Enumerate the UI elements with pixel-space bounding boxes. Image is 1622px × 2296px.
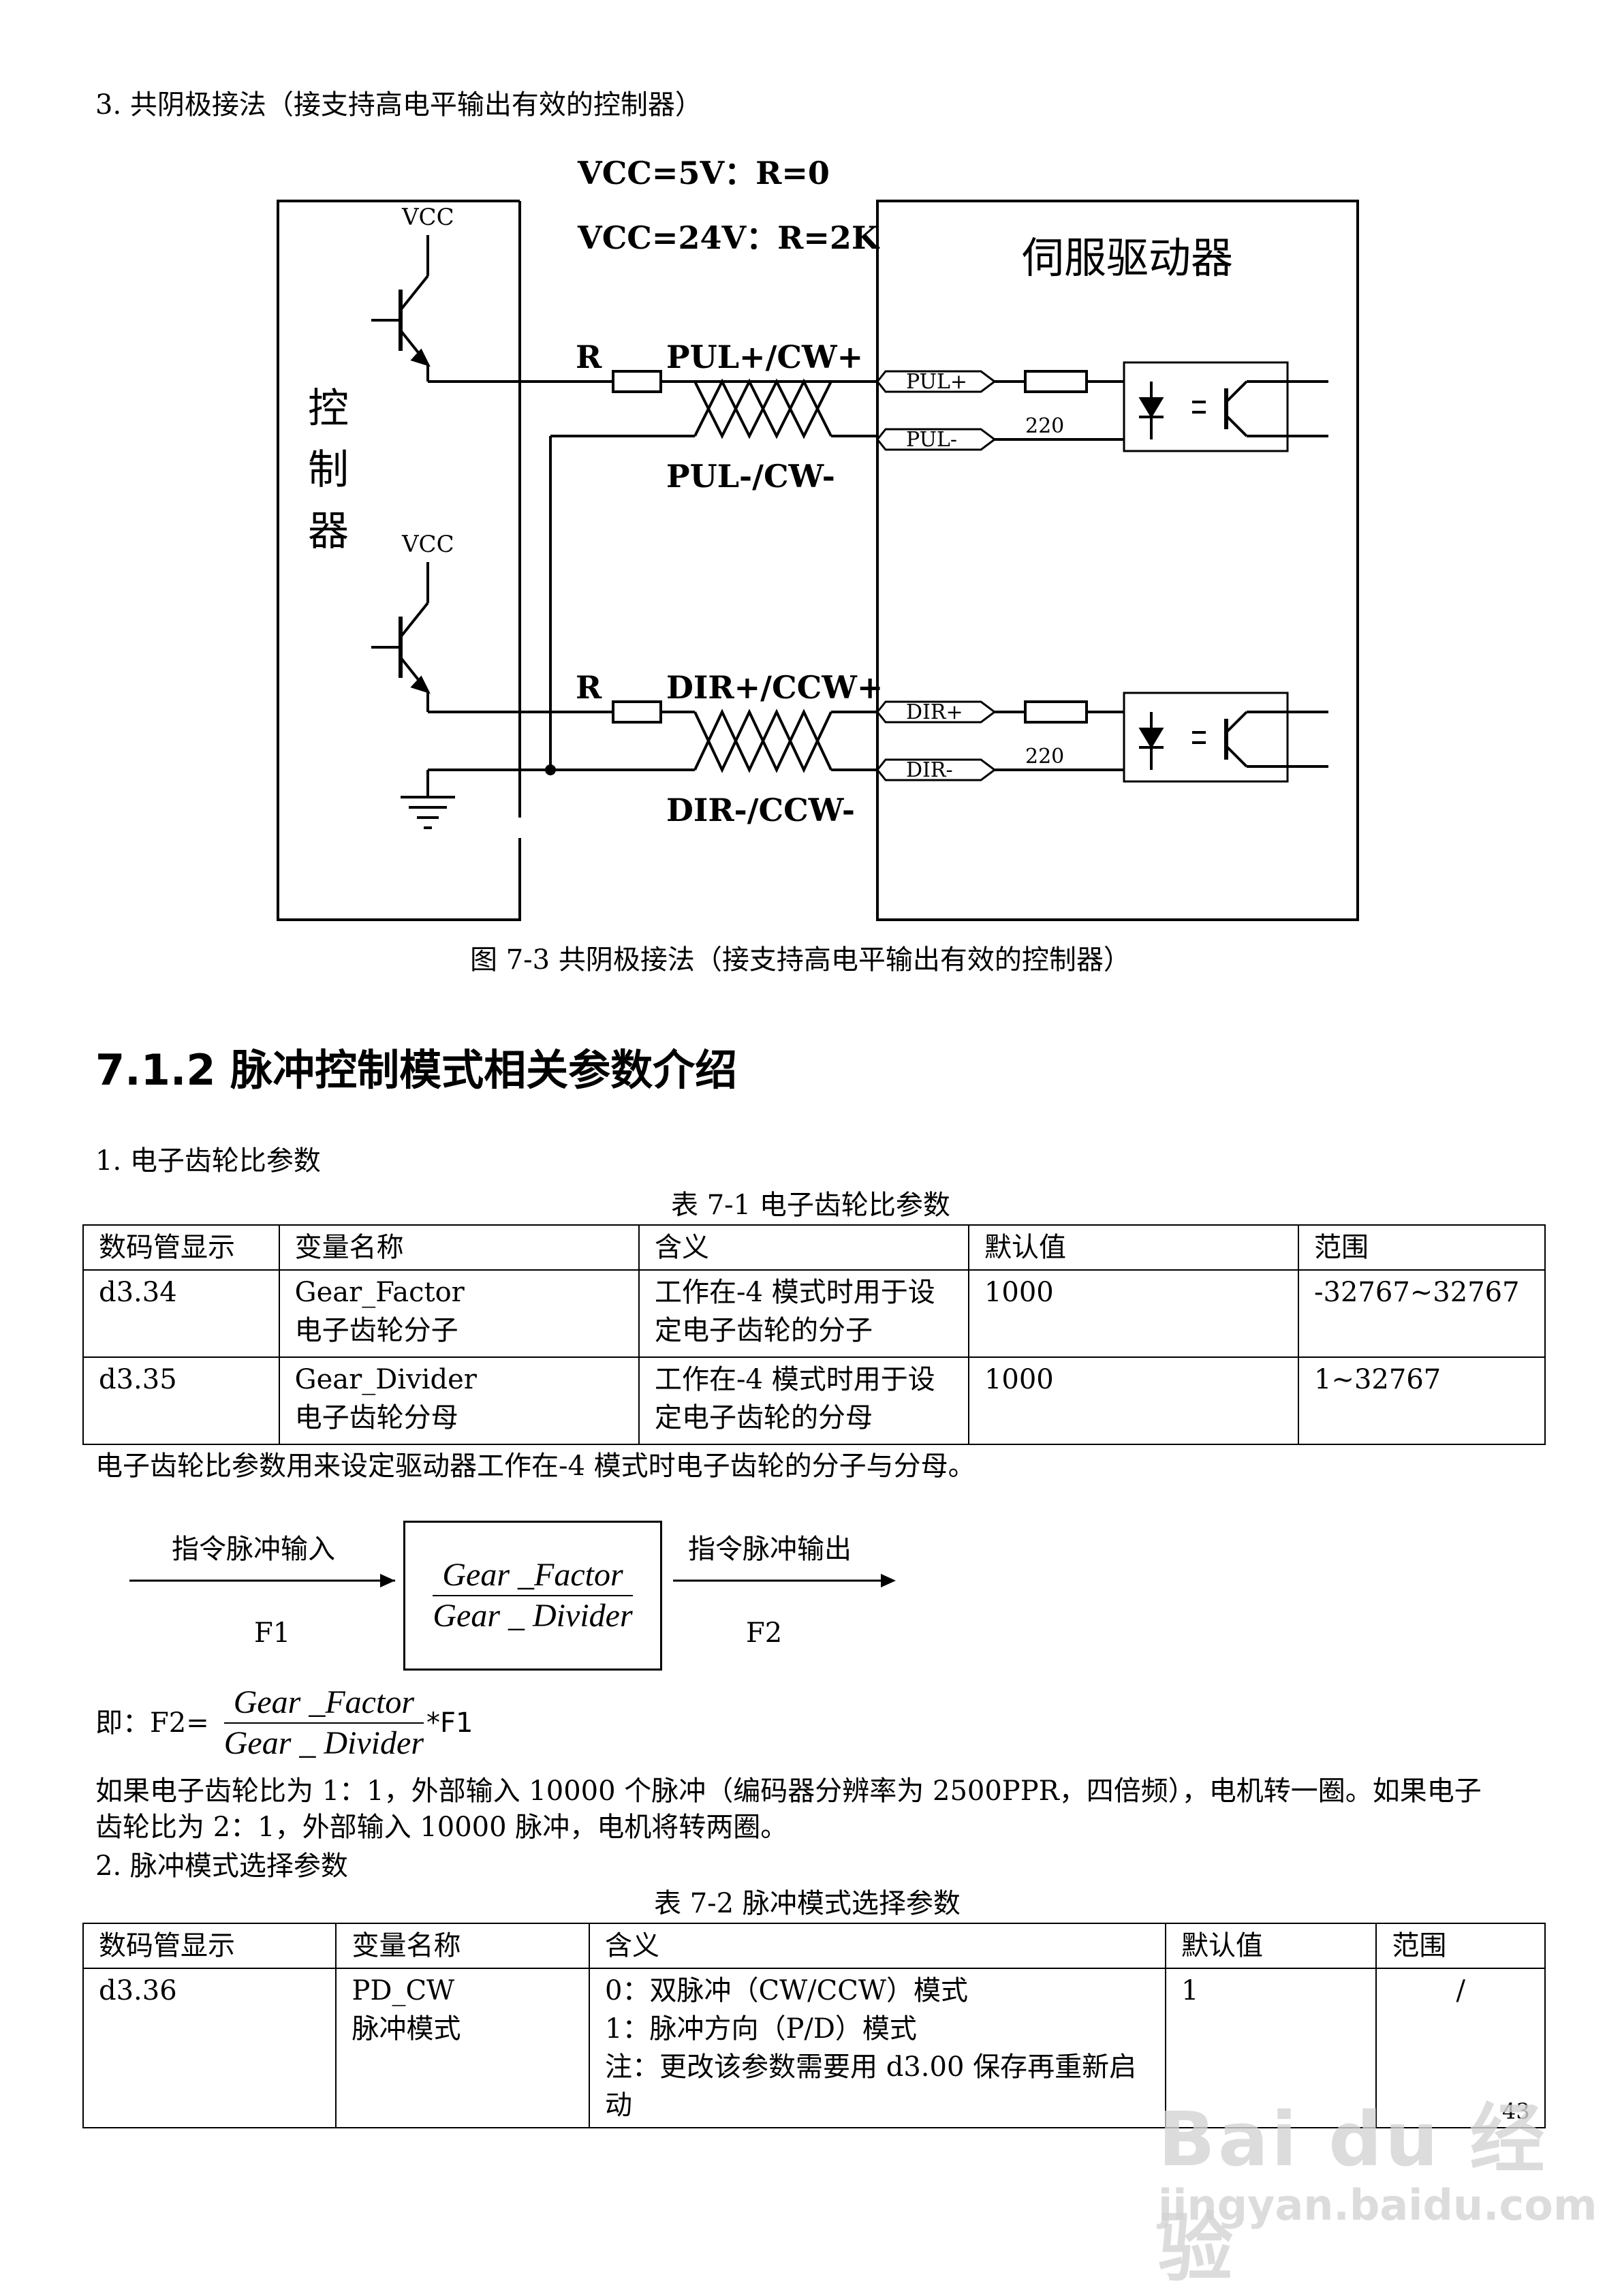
controller-label-3: 器: [308, 508, 349, 555]
pul-plus-wire-label: PUL+/CW+: [666, 339, 863, 375]
header-meaning: 含义: [589, 1923, 1166, 1969]
header-name: 变量名称: [278, 1224, 640, 1271]
header-code: 数码管显示: [82, 1923, 337, 1969]
table-row: d3.34 Gear_Factor 电子齿轮分子 工作在-4 模式时用于设 定电…: [82, 1269, 1546, 1358]
header-default: 默认值: [1164, 1923, 1377, 1969]
output-pulse-label: 指令脉冲输出: [688, 1534, 852, 1565]
cell-meaning: 0：双脉冲（CW/CCW）模式 1：脉冲方向（P/D）模式 注：更改该参数需要用…: [589, 1968, 1166, 2128]
gear-ratio-table: 数码管显示 变量名称 含义 默认值 范围 d3.34 Gear_Factor 电…: [82, 1224, 1546, 1445]
header-code: 数码管显示: [82, 1224, 280, 1271]
cell-meaning: 工作在-4 模式时用于设 定电子齿轮的分子: [638, 1269, 969, 1358]
gear-ratio-box: Gear _Factor Gear _ Divider: [403, 1521, 662, 1671]
controller-box: [277, 200, 521, 921]
dir-minus-terminal: DIR-: [906, 758, 953, 782]
figure-caption: 图 7-3 共阴极接法（接支持高电平输出有效的控制器）: [470, 944, 1131, 976]
cell-default: 1: [1164, 1968, 1377, 2128]
cell-default: 1000: [967, 1356, 1300, 1445]
formula-prefix: 即：F2=: [95, 1707, 209, 1739]
cell-name: Gear_Divider 电子齿轮分母: [278, 1356, 640, 1445]
vcc-label-bottom: VCC: [401, 531, 454, 558]
watermark-url: jingyan.baidu.com: [1158, 2180, 1597, 2230]
name-en: Gear_Divider: [294, 1364, 477, 1395]
meaning-line: 定电子齿轮的分子: [655, 1315, 873, 1346]
cell-code: d3.34: [82, 1269, 280, 1358]
name-cn: 电子齿轮分母: [294, 1402, 458, 1433]
fraction-numerator: Gear _Factor: [442, 1557, 623, 1593]
formula: 即：F2= Gear _Factor Gear _ Divider *F1: [95, 1683, 473, 1763]
gear-note: 电子齿轮比参数用来设定驱动器工作在-4 模式时电子齿轮的分子与分母。: [95, 1450, 976, 1482]
gear-fraction: Gear _Factor Gear _ Divider: [433, 1555, 633, 1636]
fraction-bar: [433, 1595, 633, 1596]
vcc-note-2: VCC=24V：R=2K: [577, 219, 880, 256]
table-row: d3.36 PD_CW 脉冲模式 0：双脉冲（CW/CCW）模式 1：脉冲方向（…: [82, 1968, 1546, 2128]
name-en: PD_CW: [352, 1975, 455, 2006]
formula-fraction: Gear _Factor Gear _ Divider: [223, 1683, 424, 1763]
header-meaning: 含义: [638, 1224, 969, 1271]
cell-meaning: 工作在-4 模式时用于设 定电子齿轮的分母: [638, 1356, 969, 1445]
meaning-line: 定电子齿轮的分母: [655, 1402, 873, 1433]
pul-minus-wire-label: PUL-/CW-: [666, 458, 835, 495]
section-heading: 7.1.2 脉冲控制模式相关参数介绍: [95, 1045, 738, 1095]
watermark-logo: Bai du 经验: [1158, 2096, 1548, 2292]
vcc-label-top: VCC: [401, 204, 454, 231]
name-cn: 脉冲模式: [352, 2013, 461, 2045]
cell-range: -32767~32767: [1298, 1269, 1546, 1358]
controller-label-2: 制: [308, 446, 349, 494]
item2-title: 2. 脉冲模式选择参数: [95, 1850, 348, 1882]
formula-suffix: *F1: [426, 1707, 473, 1739]
cell-default: 1000: [967, 1269, 1300, 1358]
paragraph-line-1: 如果电子齿轮比为 1：1，外部输入 10000 个脉冲（编码器分辨率为 2500…: [95, 1775, 1482, 1807]
meaning-line: 0：双脉冲（CW/CCW）模式: [605, 1975, 968, 2006]
resistor-220-dir: 220: [1025, 745, 1064, 769]
dir-plus-wire-label: DIR+/CCW+: [666, 669, 883, 706]
table-header-row: 数码管显示 变量名称 含义 默认值 范围: [82, 1923, 1546, 1969]
f1-label: F1: [254, 1617, 291, 1649]
cell-range: /: [1375, 1968, 1546, 2128]
vcc-note-1: VCC=5V：R=0: [577, 155, 830, 191]
page-number: 43: [1502, 2098, 1530, 2124]
pulse-mode-table: 数码管显示 变量名称 含义 默认值 范围 d3.36 PD_CW 脉冲模式 0：…: [82, 1923, 1546, 2128]
meaning-line: 注：更改该参数需要用 d3.00 保存再重新启: [605, 2051, 1137, 2083]
r-label-pul: R: [576, 339, 602, 375]
gear-arrows: [129, 1574, 896, 1587]
meaning-line: 1：脉冲方向（P/D）模式: [605, 2013, 917, 2045]
table-header-row: 数码管显示 变量名称 含义 默认值 范围: [82, 1224, 1546, 1271]
input-pulse-label: 指令脉冲输入: [172, 1534, 335, 1565]
header-range: 范围: [1298, 1224, 1546, 1271]
pul-plus-terminal: PUL+: [906, 370, 967, 394]
formula-denominator: Gear _ Divider: [223, 1725, 424, 1761]
cell-name: PD_CW 脉冲模式: [335, 1968, 591, 2128]
table-row: d3.35 Gear_Divider 电子齿轮分母 工作在-4 模式时用于设 定…: [82, 1356, 1546, 1445]
table2-caption: 表 7-2 脉冲模式选择参数: [654, 1888, 961, 1919]
meaning-line: 工作在-4 模式时用于设: [655, 1364, 935, 1395]
servo-driver-box: [876, 200, 1359, 921]
dir-plus-terminal: DIR+: [906, 700, 963, 724]
section-title: 3. 共阴极接法（接支持高电平输出有效的控制器）: [95, 89, 702, 121]
name-en: Gear_Factor: [294, 1277, 465, 1308]
r-label-dir: R: [576, 669, 602, 706]
header-range: 范围: [1375, 1923, 1546, 1969]
meaning-line: 动: [605, 2090, 633, 2121]
cell-code: d3.36: [82, 1968, 337, 2128]
f2-label: F2: [746, 1617, 783, 1649]
formula-numerator: Gear _Factor: [233, 1684, 414, 1720]
name-cn: 电子齿轮分子: [294, 1315, 458, 1346]
header-name: 变量名称: [335, 1923, 591, 1969]
pul-minus-terminal: PUL-: [906, 428, 957, 452]
table1-caption: 表 7-1 电子齿轮比参数: [671, 1190, 950, 1221]
meaning-line: 工作在-4 模式时用于设: [655, 1277, 935, 1308]
wiring-diagram: VCC VCC VCC=5V：R=0 VCC=24V：R=2K 伺服驱动器 控 …: [277, 155, 1359, 921]
cell-name: Gear_Factor 电子齿轮分子: [278, 1269, 640, 1358]
header-default: 默认值: [967, 1224, 1300, 1271]
cell-range: 1~32767: [1298, 1356, 1546, 1445]
servo-driver-label: 伺服驱动器: [1022, 233, 1233, 283]
paragraph-line-2: 齿轮比为 2：1，外部输入 10000 脉冲，电机将转两圈。: [95, 1812, 788, 1843]
cell-code: d3.35: [82, 1356, 280, 1445]
fraction-denominator: Gear _ Divider: [433, 1598, 633, 1634]
item1-title: 1. 电子齿轮比参数: [95, 1145, 321, 1177]
controller-label-1: 控: [308, 385, 349, 433]
resistor-220-pul: 220: [1025, 414, 1064, 438]
dir-minus-wire-label: DIR-/CCW-: [666, 792, 855, 828]
formula-bar: [223, 1722, 424, 1724]
